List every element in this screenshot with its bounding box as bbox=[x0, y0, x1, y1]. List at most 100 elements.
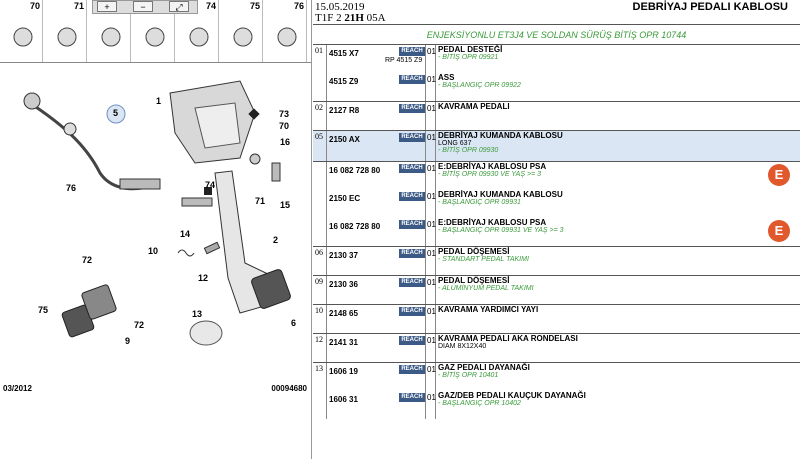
callout-1: 1 bbox=[156, 96, 162, 106]
quantity: 01 bbox=[427, 336, 436, 345]
part-reference: 1606 19 bbox=[329, 367, 358, 376]
reach-badge[interactable]: REACH bbox=[399, 47, 425, 56]
quantity: 01 bbox=[427, 47, 436, 56]
thumbnail-71[interactable]: 71 bbox=[48, 0, 87, 62]
reach-badge[interactable]: REACH bbox=[399, 133, 425, 142]
part-note: - BAŞLANGIÇ OPR 09931 VE YAŞ >= 3 bbox=[438, 227, 564, 234]
replacement-reference: RP 4515 Z9 bbox=[385, 57, 423, 64]
quantity: 01 bbox=[427, 192, 436, 201]
quantity: 01 bbox=[427, 365, 436, 374]
part-name: PEDAL DESTEĞİ bbox=[438, 45, 503, 54]
part-note: - STANDART PEDAL TAKIMI bbox=[438, 256, 529, 263]
part-reference: 2150 AX bbox=[329, 135, 360, 144]
part-name: KAVRAMA PEDALI bbox=[438, 102, 510, 111]
thumbnail-76[interactable]: 76 bbox=[268, 0, 307, 62]
thumbnail-strip: 70717273747576 bbox=[0, 0, 311, 63]
group-index: 10 bbox=[315, 306, 323, 315]
part-icon bbox=[233, 27, 253, 47]
part-detail: DIAM 8X12X40 bbox=[438, 343, 487, 350]
reach-badge[interactable]: REACH bbox=[399, 192, 425, 201]
callout-14: 14 bbox=[180, 229, 191, 239]
pedal-assembly-drawing bbox=[23, 80, 291, 346]
reach-badge[interactable]: REACH bbox=[399, 164, 425, 173]
quantity: 01 bbox=[427, 220, 436, 229]
diagram-panel: 70717273747576 + − ⤢ bbox=[0, 0, 312, 459]
zoom-out-button[interactable]: − bbox=[133, 1, 153, 12]
callout-6: 6 bbox=[291, 318, 297, 328]
model-code: T1F 2 21H 05A bbox=[315, 12, 386, 24]
part-name: KAVRAMA PEDALI AKA RONDELASI bbox=[438, 334, 578, 343]
reach-badge[interactable]: REACH bbox=[399, 393, 425, 402]
zoom-fit-button[interactable]: ⤢ bbox=[169, 1, 189, 12]
reach-badge[interactable]: REACH bbox=[399, 365, 425, 374]
thumbnail-75[interactable]: 75 bbox=[224, 0, 263, 62]
part-detail: LONG 637 bbox=[438, 140, 472, 147]
callout-16: 16 bbox=[280, 137, 291, 147]
quantity: 01 bbox=[427, 75, 436, 84]
exploded-parts-diagram[interactable]: 1 2 5 6 9 10 12 13 14 15 16 70 71 72 72 … bbox=[0, 63, 311, 393]
group-index: 09 bbox=[315, 277, 323, 286]
thumbnail-number: 75 bbox=[249, 1, 260, 11]
part-reference: 4515 X7 bbox=[329, 49, 359, 58]
quantity: 01 bbox=[427, 393, 436, 402]
part-name: DEBRİYAJ KUMANDA KABLOSU bbox=[438, 190, 563, 199]
thumbnail-74[interactable]: 74 bbox=[180, 0, 219, 62]
part-reference: 2130 37 bbox=[329, 251, 358, 260]
thumbnail-70[interactable]: 70 bbox=[4, 0, 43, 62]
part-reference: 2130 36 bbox=[329, 280, 358, 289]
zoom-in-button[interactable]: + bbox=[97, 1, 117, 12]
reach-badge[interactable]: REACH bbox=[399, 104, 425, 113]
part-note: - BAŞLANGIÇ OPR 09931 bbox=[438, 199, 521, 206]
reach-badge[interactable]: REACH bbox=[399, 336, 425, 345]
quantity: 01 bbox=[427, 307, 436, 316]
callout-15: 15 bbox=[280, 200, 291, 210]
part-note: - BİTİŞ OPR 09930 VE YAŞ >= 3 bbox=[438, 171, 541, 178]
exchange-part-icon[interactable]: E bbox=[768, 164, 790, 186]
part-reference: 2150 EC bbox=[329, 194, 361, 203]
exchange-part-icon[interactable]: E bbox=[768, 220, 790, 242]
quantity: 01 bbox=[427, 249, 436, 258]
part-icon bbox=[13, 27, 33, 47]
reach-badge[interactable]: REACH bbox=[399, 75, 425, 84]
part-note: - BİTİŞ OPR 09921 bbox=[438, 54, 499, 61]
reach-badge[interactable]: REACH bbox=[399, 278, 425, 287]
part-name: KAVRAMA YARDIMCI YAYI bbox=[438, 305, 539, 314]
group-index: 01 bbox=[315, 46, 323, 55]
part-name: GAZ/DEB PEDALI KAUÇUK DAYANAĞI bbox=[438, 391, 586, 400]
callout-12: 12 bbox=[198, 273, 209, 283]
part-name: E:DEBRİYAJ KABLOSU PSA bbox=[438, 218, 547, 227]
part-reference: 4515 Z9 bbox=[329, 77, 359, 86]
part-icon bbox=[57, 27, 77, 47]
reach-badge[interactable]: REACH bbox=[399, 249, 425, 258]
part-name: ASS bbox=[438, 73, 455, 82]
thumbnail-number: 74 bbox=[205, 1, 216, 11]
part-note: - BAŞLANGIÇ OPR 10402 bbox=[438, 400, 521, 407]
callout-71: 71 bbox=[255, 196, 266, 206]
reach-badge[interactable]: REACH bbox=[399, 307, 425, 316]
part-note: - BAŞLANGIÇ OPR 09922 bbox=[438, 82, 521, 89]
reach-badge[interactable]: REACH bbox=[399, 220, 425, 229]
